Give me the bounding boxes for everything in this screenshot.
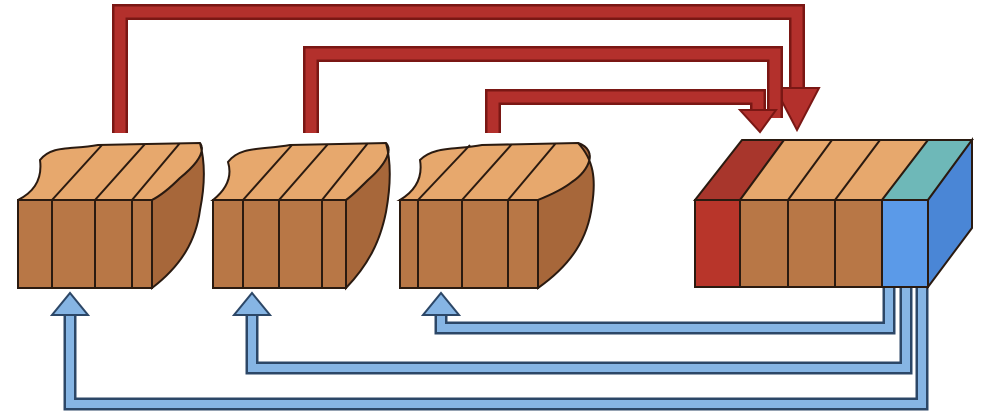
blue-arrow-to-block-2: [231, 285, 913, 375]
wood-block-2: [210, 141, 391, 291]
blue-arrows: [49, 285, 929, 411]
wood-block-3: [396, 141, 595, 290]
blue-arrow-to-block-1: [49, 285, 929, 411]
blue-arrow-to-block-3: [420, 285, 896, 335]
red-arrow-from-block-2: [303, 46, 783, 133]
red-arrow-from-block-1: [112, 4, 821, 133]
wood-block-1: [17, 141, 205, 291]
red-arrow-from-block-3: [485, 89, 778, 134]
combined-block: [692, 136, 974, 291]
red-arrows: [112, 4, 821, 134]
